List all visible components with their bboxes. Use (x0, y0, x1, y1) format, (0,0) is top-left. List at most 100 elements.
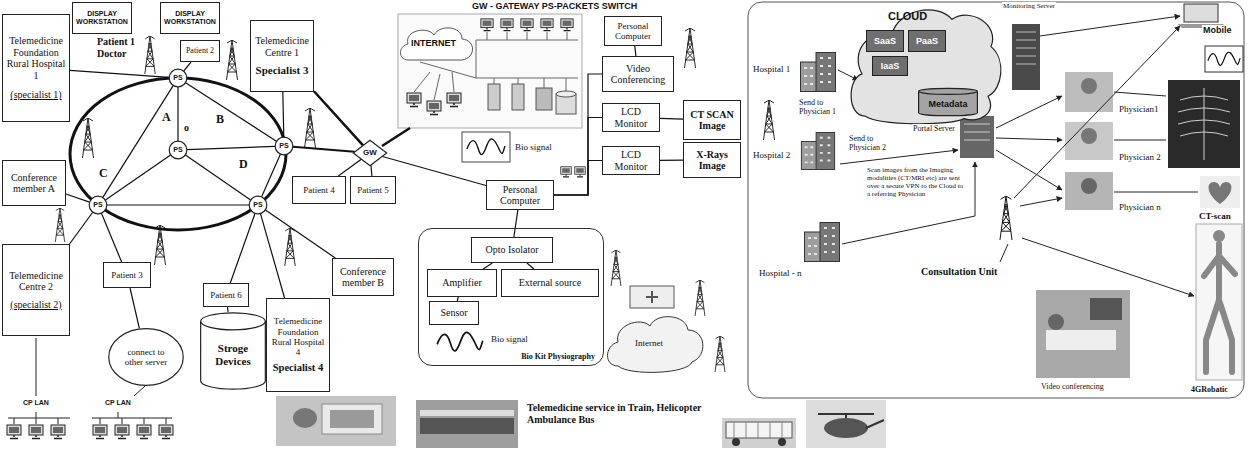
device-picture (1036, 4, 1242, 380)
workstation-box: DISPLAY WORKSTATION (72, 2, 132, 34)
lan-network (115, 425, 129, 439)
packet-switch: PS (89, 196, 107, 214)
zone-letter: C (98, 167, 109, 181)
photo (778, 438, 786, 446)
connector-line (260, 214, 284, 298)
radio-tower (715, 336, 725, 372)
device-picture (1081, 128, 1097, 144)
patient-box: Patient 5 (350, 176, 396, 204)
lan-network (7, 338, 173, 439)
gateway-diamond-outline (353, 140, 386, 165)
photo (420, 418, 514, 434)
hospital-box: Telemedicine Foundation Rural Hospital 1… (2, 14, 70, 122)
right-panel (748, 2, 1244, 398)
photo (722, 418, 796, 448)
photo (824, 418, 868, 438)
radio-tower (685, 28, 696, 68)
node-text: Telemedicine Centre 1 (254, 35, 310, 58)
packet-switch: PS (249, 196, 267, 214)
building-icon (801, 53, 836, 92)
photo-label: 4GRobatic (1190, 385, 1229, 394)
network-picture (481, 19, 493, 31)
packet-switch-outline (275, 137, 293, 155)
lan-label: CP LAN (22, 399, 50, 407)
patient-box: Patient 4 (292, 176, 346, 204)
leader-line (838, 16, 1198, 296)
member-box: Conference member A (2, 160, 66, 206)
hospital-label: Hospital 1 (752, 64, 791, 74)
leader-line (1040, 16, 1180, 36)
device-picture (1178, 88, 1230, 160)
device-label: Mobile (1202, 25, 1233, 35)
building-icon (801, 53, 840, 262)
photo (416, 400, 518, 448)
network-label: Internet (634, 338, 664, 348)
device-picture (1081, 78, 1097, 94)
signal-label: Bio signal (490, 334, 529, 344)
radio-tower (285, 228, 295, 266)
computer-icon (561, 167, 586, 177)
leader-line (1000, 244, 1008, 262)
leader-line (1114, 140, 1166, 141)
process-box: Opto Isolator (471, 237, 553, 263)
internet-cloud (608, 317, 703, 373)
connector-line (185, 155, 250, 200)
monitor-box: LCD Monitor (602, 146, 660, 175)
network-picture (398, 14, 582, 128)
node-text: (specialist 1) (10, 89, 61, 101)
bio-kit-panel: Bio Kit PhysiographyOpto IsolatorAmplifi… (418, 228, 604, 366)
network-picture (398, 14, 582, 128)
lan-network (159, 425, 173, 439)
node-text: connect to other server (120, 347, 172, 368)
signal-trace (437, 332, 483, 351)
connector-line (382, 156, 486, 185)
network-picture (536, 88, 552, 110)
node-text: Metadata (928, 99, 967, 109)
connector-line (293, 147, 355, 152)
connector-line (70, 212, 93, 244)
gateway-link (382, 128, 410, 146)
network-label: INTERNET (410, 38, 457, 48)
server-icon (1016, 32, 1036, 64)
signal-trace (1205, 46, 1243, 72)
connector-line (635, 46, 636, 56)
packet-switch-outline (169, 141, 187, 159)
photo-label: Video conferencing (1040, 382, 1105, 391)
node-text: Sensor (440, 307, 467, 319)
network-picture (488, 84, 500, 110)
metadata-cylinder: Metadata (918, 88, 978, 116)
node-text: Stroge Devices (204, 342, 262, 367)
node-text: (specialist 2) (10, 299, 61, 311)
device-picture (1036, 290, 1130, 378)
computer-icon (561, 167, 572, 177)
signal-trace (1208, 52, 1240, 65)
network-picture (512, 84, 524, 110)
server-icon (1012, 24, 1040, 90)
server-ellipse-outline (109, 329, 183, 386)
device-picture (1065, 122, 1113, 160)
note-text: Scan images from the Imaging modalities … (866, 166, 966, 198)
photo (630, 286, 674, 308)
gateway-diamond: GW (353, 140, 387, 166)
zone-letter: o (183, 122, 190, 134)
connector-line (130, 288, 139, 328)
lan-label: CP LAN (104, 399, 132, 407)
node-text: Telemedicine Foundation Rural Hospital 4 (270, 316, 326, 357)
radio-tower (611, 250, 621, 286)
zone-letter: A (161, 111, 172, 125)
storage-cylinder: Stroge Devices (200, 312, 266, 390)
connector-line (227, 307, 229, 312)
image-label: CT-scan (1198, 211, 1232, 221)
node-text: GW (363, 148, 377, 157)
service-box: IaaS (872, 56, 908, 76)
node-text: CT SCAN Image (687, 109, 737, 132)
gateway-link (382, 128, 410, 146)
node-text: Personal Computer (490, 184, 550, 207)
node-text: Conference member A (6, 172, 62, 195)
lan-network (51, 425, 65, 439)
network-picture (501, 19, 513, 31)
computer-box: Personal Computer (486, 180, 554, 210)
device-picture (1168, 80, 1240, 168)
device-picture (1200, 176, 1240, 208)
connector-line (177, 87, 178, 141)
